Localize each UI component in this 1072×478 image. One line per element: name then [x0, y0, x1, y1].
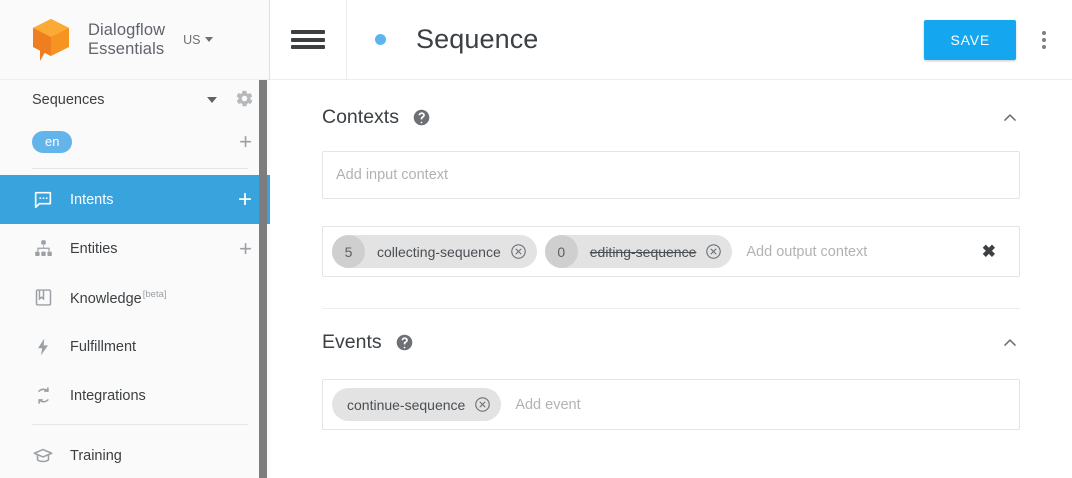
events-collapse-chevron-up-icon[interactable] — [1000, 333, 1020, 353]
agent-name: Sequences — [32, 92, 105, 108]
caret-down-icon[interactable] — [207, 97, 217, 103]
sidebar-item-fulfillment[interactable]: Fulfillment — [0, 322, 270, 371]
caret-down-icon — [204, 37, 213, 42]
save-button[interactable]: SAVE — [924, 19, 1016, 60]
context-chip[interactable]: 0 editing-sequence — [544, 235, 733, 268]
content-area: Contexts Add input — [270, 80, 1072, 430]
title-area: Sequence — [347, 24, 924, 55]
sidebar-edge — [269, 0, 270, 80]
page-title: Sequence — [416, 24, 539, 54]
sidebar-scrollbar-thumb[interactable] — [259, 80, 267, 478]
sidebar-item-label: Integrations — [70, 387, 146, 404]
sidebar-divider-2 — [32, 424, 248, 425]
brand-title: Dialogflow Essentials — [88, 21, 165, 59]
sidebar-item-knowledge[interactable]: Knowledge[beta] — [0, 273, 270, 322]
sidebar-item-training[interactable]: Training — [0, 431, 270, 478]
sidebar-divider — [32, 168, 248, 169]
remove-circle-icon[interactable] — [510, 243, 527, 260]
sidebar: Dialogflow Essentials US Sequences en + — [0, 0, 270, 478]
topbar-divider — [346, 0, 347, 80]
clear-output-contexts-close-x-icon[interactable]: ✖ — [981, 242, 996, 261]
hamburger-line — [291, 30, 325, 34]
remove-circle-icon[interactable] — [705, 243, 722, 260]
fulfillment-bolt-icon — [30, 337, 56, 357]
section-divider — [322, 308, 1020, 309]
output-chip-row: 5 collecting-sequence 0 editin — [323, 228, 1019, 275]
events-chip-row: continue-sequence Add event — [323, 381, 1019, 428]
output-context-placeholder: Add output context — [746, 243, 868, 260]
kebab-dot — [1042, 37, 1046, 42]
context-name: editing-sequence — [589, 243, 697, 260]
context-chip[interactable]: 5 collecting-sequence — [332, 235, 537, 268]
contexts-collapse-chevron-up-icon[interactable] — [1000, 108, 1020, 128]
kebab-menu-icon[interactable] — [1016, 30, 1072, 49]
entities-hierarchy-icon — [30, 238, 56, 259]
main-panel: Sequence SAVE Contexts — [270, 0, 1072, 478]
sidebar-item-label: Entities — [70, 240, 118, 257]
sidebar-item-label: Fulfillment — [70, 338, 137, 355]
add-language-plus-icon[interactable]: + — [239, 129, 252, 154]
brand-header[interactable]: Dialogflow Essentials US — [0, 0, 270, 80]
sidebar-item-label: Training — [70, 447, 122, 464]
add-event-placeholder: Add event — [515, 396, 581, 413]
kebab-dot — [1042, 44, 1046, 49]
input-context-placeholder: Add input context — [336, 167, 449, 183]
context-lifespan[interactable]: 5 — [332, 235, 365, 268]
knowledge-label: Knowledge — [70, 290, 142, 307]
context-lifespan[interactable]: 0 — [544, 235, 578, 268]
status-dot-icon — [375, 34, 386, 45]
add-entity-plus-icon[interactable]: + — [239, 235, 252, 261]
gear-icon[interactable] — [235, 89, 254, 112]
language-chip-en[interactable]: en — [32, 131, 73, 153]
events-field[interactable]: continue-sequence Add event — [322, 379, 1020, 430]
events-section: Events — [322, 309, 1020, 430]
hamburger-line — [291, 37, 325, 42]
brand-title-line1: Dialogflow — [88, 20, 166, 39]
contexts-title: Contexts — [322, 106, 399, 128]
remove-circle-icon[interactable] — [474, 396, 491, 413]
region-label: US — [183, 32, 201, 47]
sidebar-item-intents[interactable]: Intents + — [0, 175, 270, 224]
event-chip[interactable]: continue-sequence — [332, 388, 502, 421]
sidebar-item-label: Intents — [70, 191, 114, 208]
top-bar: Sequence SAVE — [270, 0, 1072, 80]
dialogflow-logo-icon — [28, 16, 74, 64]
event-name: continue-sequence — [347, 396, 466, 413]
kebab-dot — [1042, 30, 1046, 35]
hamburger-menu-icon[interactable] — [270, 27, 346, 53]
help-circle-icon[interactable] — [413, 109, 430, 126]
contexts-section: Contexts Add input — [322, 80, 1020, 277]
input-context-field[interactable]: Add input context — [322, 151, 1020, 199]
brand-title-line2: Essentials — [88, 39, 165, 58]
sidebar-item-label: Knowledge[beta] — [70, 289, 252, 307]
sidebar-item-integrations[interactable]: Integrations — [0, 371, 270, 420]
training-graduation-cap-icon — [30, 445, 56, 467]
agent-selector-row[interactable]: Sequences — [0, 80, 270, 120]
context-name: collecting-sequence — [377, 243, 501, 260]
help-circle-icon[interactable] — [396, 334, 413, 351]
sidebar-item-entities[interactable]: Entities + — [0, 224, 270, 273]
knowledge-book-icon — [30, 287, 56, 308]
events-title: Events — [322, 331, 382, 353]
region-selector[interactable]: US — [183, 32, 213, 47]
intents-chat-icon — [30, 189, 56, 211]
add-intent-plus-icon[interactable]: + — [237, 185, 252, 213]
language-row: en + — [0, 120, 270, 164]
beta-badge: [beta] — [142, 288, 167, 300]
hamburger-line — [291, 45, 325, 49]
integrations-sync-icon — [30, 385, 56, 406]
output-context-field[interactable]: 5 collecting-sequence 0 editin — [322, 226, 1020, 277]
